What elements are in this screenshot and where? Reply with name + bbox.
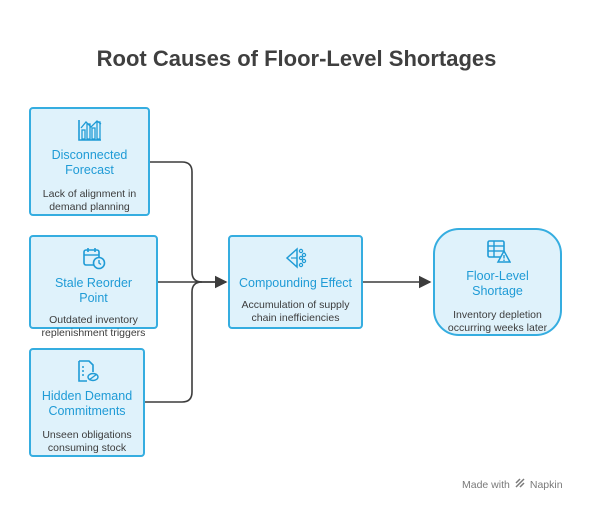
box-label: Disconnected Forecast <box>51 148 128 177</box>
made-with-napkin[interactable]: Made with Napkin <box>462 477 563 492</box>
made-with-label: Made with <box>462 478 510 491</box>
box-description: Outdated inventory replenishment trigger… <box>41 314 146 339</box>
network-funnel-icon <box>283 246 309 270</box>
document-hidden-icon <box>74 359 100 383</box>
napkin-brand: Napkin <box>529 478 563 491</box>
diagram-title: Root Causes of Floor-Level Shortages <box>96 46 497 71</box>
box-label: Hidden Demand Commitments <box>41 389 133 418</box>
box-label: Floor-Level Shortage <box>466 269 529 298</box>
napkin-logo-icon <box>514 477 526 492</box>
box-hidden-demand-commitments: Hidden Demand Commitments Unseen obligat… <box>29 348 145 457</box>
calendar-clock-icon <box>81 246 107 270</box>
box-label: Compounding Effect <box>238 276 353 290</box>
table-warning-icon <box>485 239 511 263</box>
box-description: Lack of alignment in demand planning <box>42 188 137 213</box>
connector-forecast <box>150 161 228 289</box>
box-floor-level-shortage: Floor-Level Shortage Inventory depletion… <box>433 228 562 336</box>
box-description: Unseen obligations consuming stock <box>42 429 132 454</box>
box-disconnected-forecast: Disconnected Forecast Lack of alignment … <box>29 107 150 216</box>
box-description: Accumulation of supply chain inefficienc… <box>241 299 350 324</box>
bar-chart-icon <box>77 118 103 142</box>
box-stale-reorder-point: Stale Reorder Point Outdated inventory r… <box>29 235 158 339</box>
box-compounding-effect: Compounding Effect Accumulation of suppl… <box>228 235 363 329</box>
connector-hidden <box>145 281 203 403</box>
box-label: Stale Reorder Point <box>54 276 133 305</box>
box-description: Inventory depletion occurring weeks late… <box>447 309 548 334</box>
